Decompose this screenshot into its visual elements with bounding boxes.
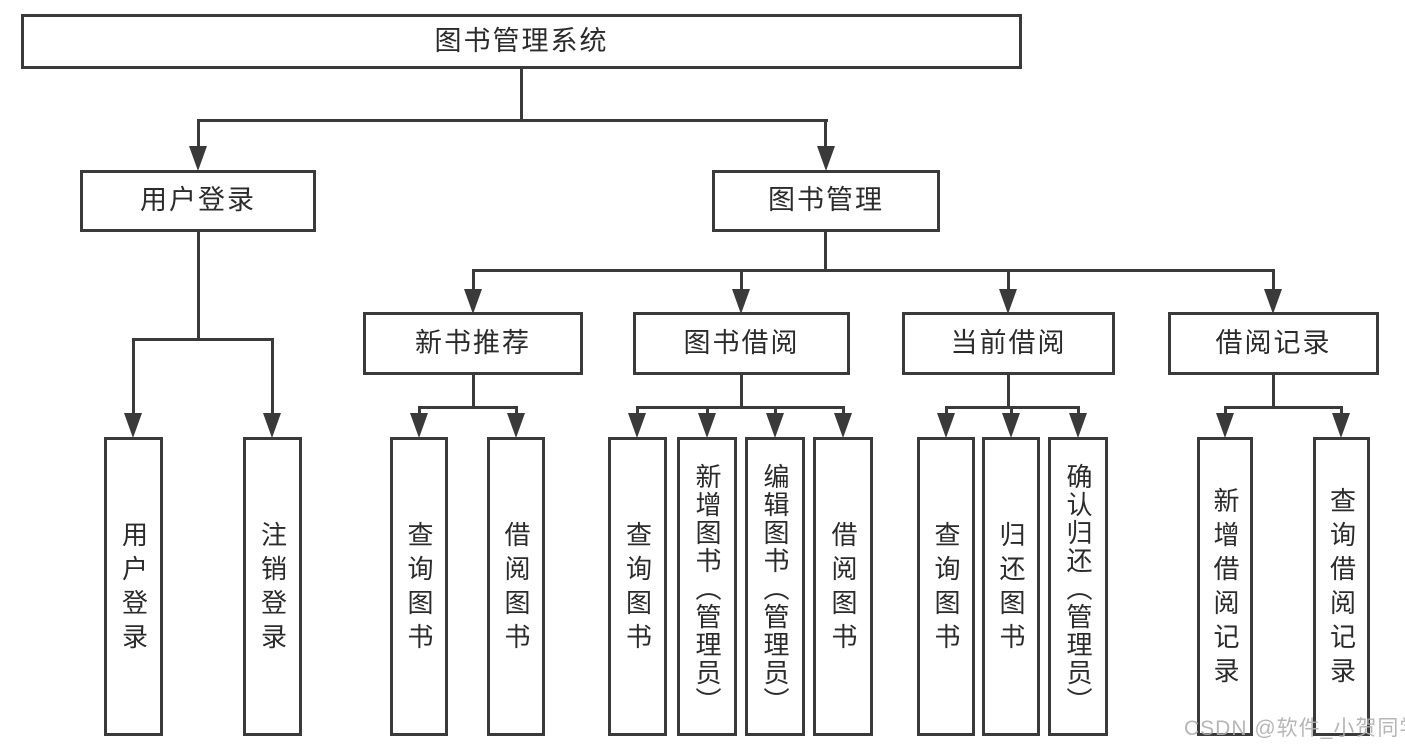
node-current-borrowing: 当前借阅 [902,312,1115,375]
connector-stem [197,231,200,340]
connector-level2-horizontal [197,119,828,122]
connector-stem [740,373,743,409]
connector-stem [472,373,475,409]
arrowhead-down-icon [628,413,646,438]
connector-userlogin-horizontal [132,338,274,341]
leaf-query-borrow-record: 查询借阅记录 [1313,437,1370,736]
leaf-query-books-current: 查询图书 [917,437,975,736]
leaf-add-borrow-record: 新增借阅记录 [1197,437,1253,736]
arrowhead-down-icon [1216,413,1234,438]
node-book-management: 图书管理 [712,170,940,232]
arrowhead-down-icon [1264,289,1282,314]
arrowhead-down-icon [189,146,207,171]
leaf-query-books-borrowing: 查询图书 [608,437,667,736]
connector-stem [197,119,200,149]
node-library-management-system: 图书管理系统 [21,14,1022,69]
connector-stem [1272,269,1275,292]
leaf-logout-login: 注销登录 [243,437,302,736]
connector-horizontal [1224,406,1343,409]
arrowhead-down-icon [507,413,525,438]
connector-stem [706,406,709,418]
connector-stem [1007,269,1010,292]
connector-stem [824,231,827,272]
arrowhead-down-icon [263,413,281,438]
connector-stem [945,406,948,418]
leaf-edit-books-admin: 编辑图书（管理员） [745,437,805,736]
arrowhead-down-icon [817,146,835,171]
arrowhead-down-icon [937,413,955,438]
leaf-query-books-recommend: 查询图书 [390,437,448,736]
arrowhead-down-icon [464,289,482,314]
leaf-confirm-return-admin: 确认归还（管理员） [1048,437,1108,736]
arrowhead-down-icon [698,413,716,438]
leaf-borrow-books-borrowing: 借阅图书 [813,437,873,736]
leaf-borrow-books-recommend: 借阅图书 [487,437,545,736]
node-new-book-recommendation: 新书推荐 [363,312,583,375]
leaf-return-books: 归还图书 [982,437,1040,736]
connector-stem [1077,406,1080,418]
arrowhead-down-icon [766,413,784,438]
connector-stem [740,269,743,292]
connector-stem [774,406,777,418]
arrowhead-down-icon [999,289,1017,314]
arrowhead-down-icon [410,413,428,438]
connector-stem [472,269,475,292]
arrowhead-down-icon [1002,413,1020,438]
connector-stem [1340,406,1343,418]
arrowhead-down-icon [1069,413,1087,438]
node-book-borrowing: 图书借阅 [633,312,850,375]
connector-horizontal [636,406,845,409]
leaf-add-books-admin: 新增图书（管理员） [677,437,737,736]
connector-stem [418,406,421,418]
connector-stem [1007,373,1010,409]
connector-stem [842,406,845,418]
connector-stem [1010,406,1013,418]
watermark: CSDN @软件_小贺同学 [1184,717,1405,740]
connector-root-trunk [520,68,523,121]
node-user-login: 用户登录 [80,170,316,232]
connector-stem [132,338,135,416]
node-borrowing-records: 借阅记录 [1168,312,1379,375]
arrowhead-down-icon [834,413,852,438]
connector-stem [636,406,639,418]
connector-stem [1224,406,1227,418]
connector-stem [1272,373,1275,409]
arrowhead-down-icon [732,289,750,314]
leaf-user-login: 用户登录 [104,437,163,736]
connector-stem [515,406,518,418]
arrowhead-down-icon [124,413,142,438]
arrowhead-down-icon [1332,413,1350,438]
connector-stem [271,338,274,416]
connector-horizontal [418,406,518,409]
connector-stem [824,119,827,149]
connector-level3-horizontal [472,269,1275,272]
